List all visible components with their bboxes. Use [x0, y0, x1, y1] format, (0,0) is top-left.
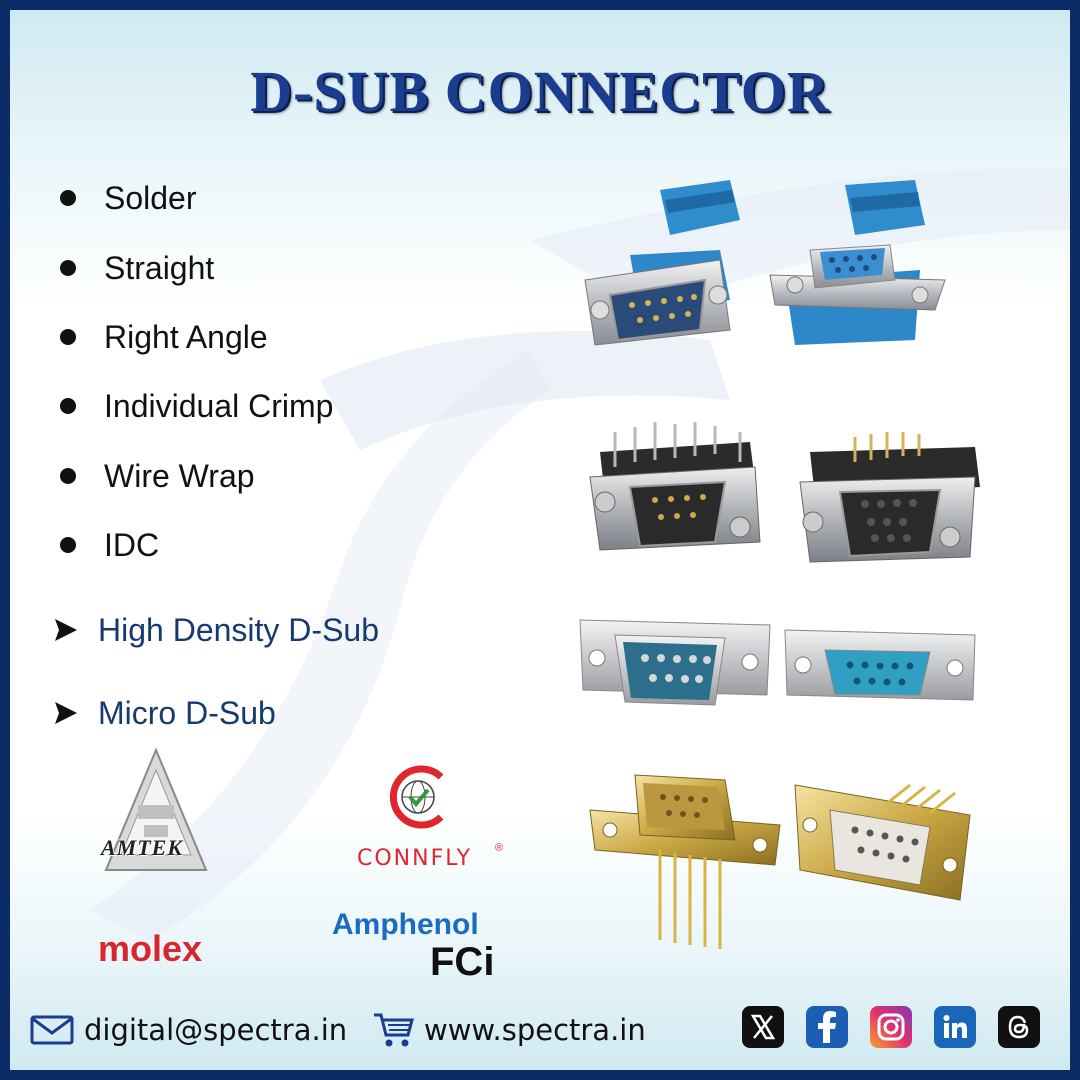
website-link[interactable]: www.spectra.in [424, 1013, 646, 1047]
feature-label: Straight [104, 249, 215, 286]
threads-icon[interactable] [998, 1006, 1040, 1048]
footer-email[interactable]: digital@spectra.in [30, 1010, 347, 1050]
type-label: Micro D-Sub [98, 694, 276, 731]
molex-logo: molex [98, 928, 202, 970]
chevron-right-icon [55, 702, 77, 724]
type-label: High Density D-Sub [98, 611, 379, 648]
amtek-logo: AMTEK [96, 745, 216, 875]
facebook-icon[interactable] [806, 1006, 848, 1048]
amphenol-label: Amphenol [332, 908, 479, 941]
product-solder-connectors-image [579, 619, 976, 706]
chevron-right-icon [55, 619, 77, 641]
bullet-dot-icon [60, 260, 76, 276]
feature-item-wire-wrap: Wire Wrap [54, 456, 255, 496]
product-gold-connectors-image [589, 774, 971, 949]
x-icon[interactable] [742, 1006, 784, 1048]
cart-icon [374, 1013, 414, 1047]
product-idc-connectors-image [584, 180, 946, 346]
bullet-dot-icon [60, 398, 76, 414]
feature-label: Solder [104, 179, 197, 216]
feature-item-straight: Straight [54, 248, 214, 288]
connfly-logo: CONNFLY ® [345, 762, 515, 877]
email-link[interactable]: digital@spectra.in [84, 1013, 348, 1047]
type-item-micro: Micro D-Sub [50, 693, 276, 733]
connfly-registered-mark: ® [495, 842, 504, 854]
feature-item-individual-crimp: Individual Crimp [54, 386, 333, 426]
amtek-triangle-icon [104, 747, 208, 871]
instagram-icon[interactable] [870, 1006, 912, 1048]
feature-label: Right Angle [104, 318, 268, 355]
feature-label: Individual Crimp [104, 387, 334, 424]
bullet-dot-icon [60, 468, 76, 484]
mail-icon [30, 1015, 74, 1045]
amtek-label: AMTEK [101, 835, 184, 860]
feature-label: IDC [104, 526, 160, 563]
connfly-globe-icon [389, 765, 444, 829]
feature-item-solder: Solder [54, 178, 197, 218]
molex-label: molex [98, 928, 203, 969]
page-title: D-SUB CONNECTOR [250, 59, 830, 124]
bullet-dot-icon [60, 537, 76, 553]
fci-label: FCi [430, 940, 495, 984]
footer-website[interactable]: www.spectra.in [372, 1010, 646, 1050]
connfly-label: CONNFLY [357, 846, 473, 871]
amphenol-fci-logo: Amphenol FCi [332, 908, 512, 988]
bullet-dot-icon [60, 190, 76, 206]
feature-label: Wire Wrap [104, 457, 255, 494]
type-item-high-density: High Density D-Sub [50, 610, 379, 650]
feature-item-idc: IDC [54, 525, 159, 565]
feature-item-right-angle: Right Angle [54, 317, 268, 357]
product-right-angle-connectors-image [589, 422, 980, 563]
bullet-dot-icon [60, 329, 76, 345]
linkedin-icon[interactable] [934, 1006, 976, 1048]
